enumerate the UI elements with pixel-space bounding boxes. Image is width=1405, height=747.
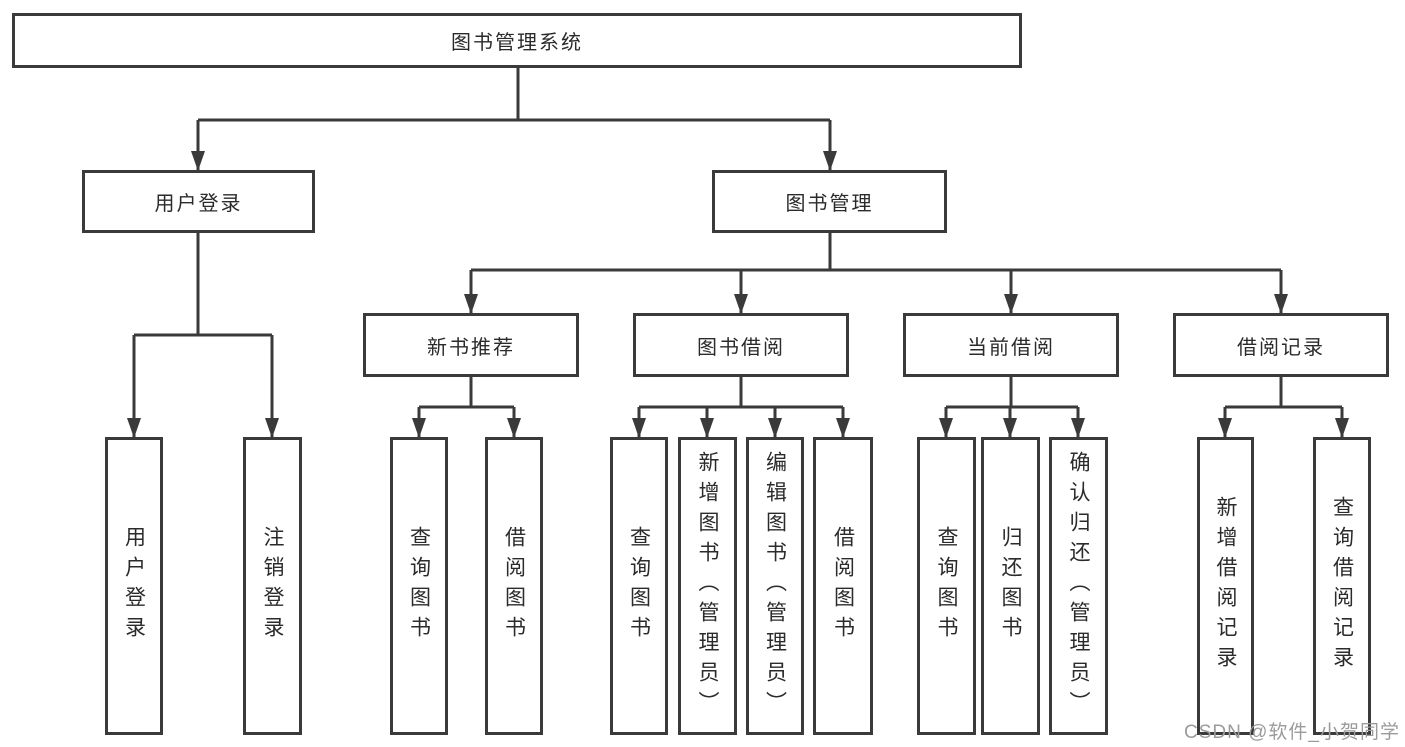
leaf-add-borrow-record-label: 新增借阅记录 bbox=[1214, 496, 1237, 676]
leaf-add-borrow-record: 新增借阅记录 bbox=[1197, 437, 1254, 735]
node-current-borrow: 当前借阅 bbox=[903, 313, 1119, 377]
leaf-user-login-label: 用户登录 bbox=[122, 526, 146, 646]
node-user-login: 用户登录 bbox=[82, 170, 315, 233]
leaf-borrow-book-1: 借阅图书 bbox=[485, 437, 543, 735]
leaf-borrow-book-2: 借阅图书 bbox=[813, 437, 873, 735]
leaf-query-borrow-record-label: 查询借阅记录 bbox=[1330, 496, 1354, 676]
leaf-add-book-admin: 新增图书（管理员） bbox=[678, 437, 737, 735]
leaf-edit-book-admin-label: 编辑图书（管理员） bbox=[763, 451, 787, 721]
leaf-query-book-2-label: 查询图书 bbox=[627, 526, 651, 646]
leaf-confirm-return-admin: 确认归还（管理员） bbox=[1049, 437, 1108, 735]
node-current-borrow-label: 当前借阅 bbox=[967, 336, 1055, 359]
node-root-label: 图书管理系统 bbox=[451, 32, 583, 54]
leaf-borrow-book-2-label: 借阅图书 bbox=[831, 526, 855, 646]
leaf-logout: 注销登录 bbox=[243, 437, 302, 735]
leaf-query-book-1-label: 查询图书 bbox=[407, 526, 431, 646]
leaf-logout-label: 注销登录 bbox=[261, 526, 284, 646]
node-book-borrow: 图书借阅 bbox=[633, 313, 849, 377]
node-root: 图书管理系统 bbox=[12, 13, 1022, 68]
leaf-query-borrow-record: 查询借阅记录 bbox=[1313, 437, 1371, 735]
leaf-edit-book-admin: 编辑图书（管理员） bbox=[746, 437, 804, 735]
leaf-query-book-3: 查询图书 bbox=[917, 437, 976, 735]
node-borrow-records-label: 借阅记录 bbox=[1237, 336, 1325, 359]
leaf-borrow-book-1-label: 借阅图书 bbox=[502, 526, 526, 646]
node-user-login-label: 用户登录 bbox=[154, 193, 243, 215]
node-new-book-recommend: 新书推荐 bbox=[363, 313, 579, 377]
leaf-add-book-admin-label: 新增图书（管理员） bbox=[696, 451, 719, 721]
leaf-confirm-return-admin-label: 确认归还（管理员） bbox=[1067, 451, 1090, 721]
node-book-management-label: 图书管理 bbox=[785, 193, 874, 215]
csdn-watermark: CSDN @软件_小贺同学 bbox=[1184, 722, 1400, 743]
leaf-user-login: 用户登录 bbox=[105, 437, 163, 735]
leaf-query-book-3-label: 查询图书 bbox=[935, 526, 958, 646]
node-new-book-recommend-label: 新书推荐 bbox=[427, 336, 515, 359]
leaf-return-book-label: 归还图书 bbox=[999, 526, 1022, 646]
leaf-query-book-1: 查询图书 bbox=[390, 437, 448, 735]
leaf-query-book-2: 查询图书 bbox=[610, 437, 668, 735]
node-book-borrow-label: 图书借阅 bbox=[697, 336, 785, 359]
node-book-management: 图书管理 bbox=[712, 170, 947, 233]
node-borrow-records: 借阅记录 bbox=[1173, 313, 1389, 377]
leaf-return-book: 归还图书 bbox=[981, 437, 1040, 735]
